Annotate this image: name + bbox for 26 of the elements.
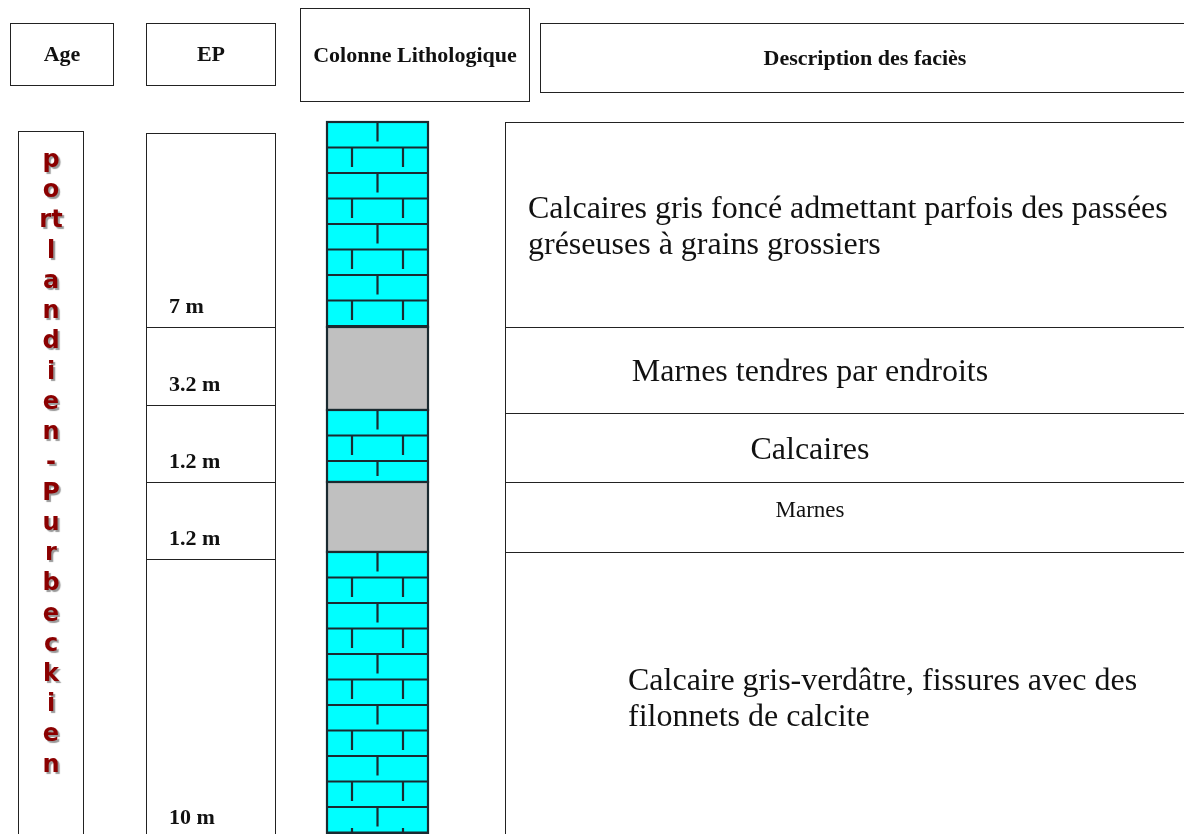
thickness-box <box>146 405 276 483</box>
thickness-box <box>146 327 276 406</box>
thickness-box <box>146 559 276 834</box>
thickness-box <box>146 133 276 328</box>
facies-description: Marnes <box>775 497 845 523</box>
thickness-box <box>146 482 276 560</box>
stage-name: portlandien - Purbeckien <box>39 144 63 779</box>
header-label: EP <box>196 41 226 68</box>
header-label: Colonne Lithologique <box>313 41 517 69</box>
facies-description: Calcaire gris-verdâtre, fissures avec des filonnets de calcite <box>628 660 1139 734</box>
thickness-label: 1.2 m <box>169 448 221 474</box>
header-box <box>10 23 114 86</box>
facies-description: Calcaires gris foncé admettant parfois des passées gréseuses à grains grossiers <box>528 188 1169 262</box>
age-box <box>18 131 84 834</box>
header-box <box>540 23 1184 93</box>
thickness-label: 1.2 m <box>169 525 221 551</box>
header-label: Description des faciès <box>763 44 967 72</box>
thickness-label: 10 m <box>169 804 215 830</box>
header-box <box>146 23 276 86</box>
description-box <box>505 122 1184 328</box>
facies-description: Marnes tendres par endroits <box>631 352 989 389</box>
thickness-label: 7 m <box>169 293 204 319</box>
header-label: Age <box>43 41 81 68</box>
header-box <box>300 8 530 102</box>
facies-description: Calcaires <box>750 429 870 467</box>
thickness-label: 3.2 m <box>169 371 221 397</box>
